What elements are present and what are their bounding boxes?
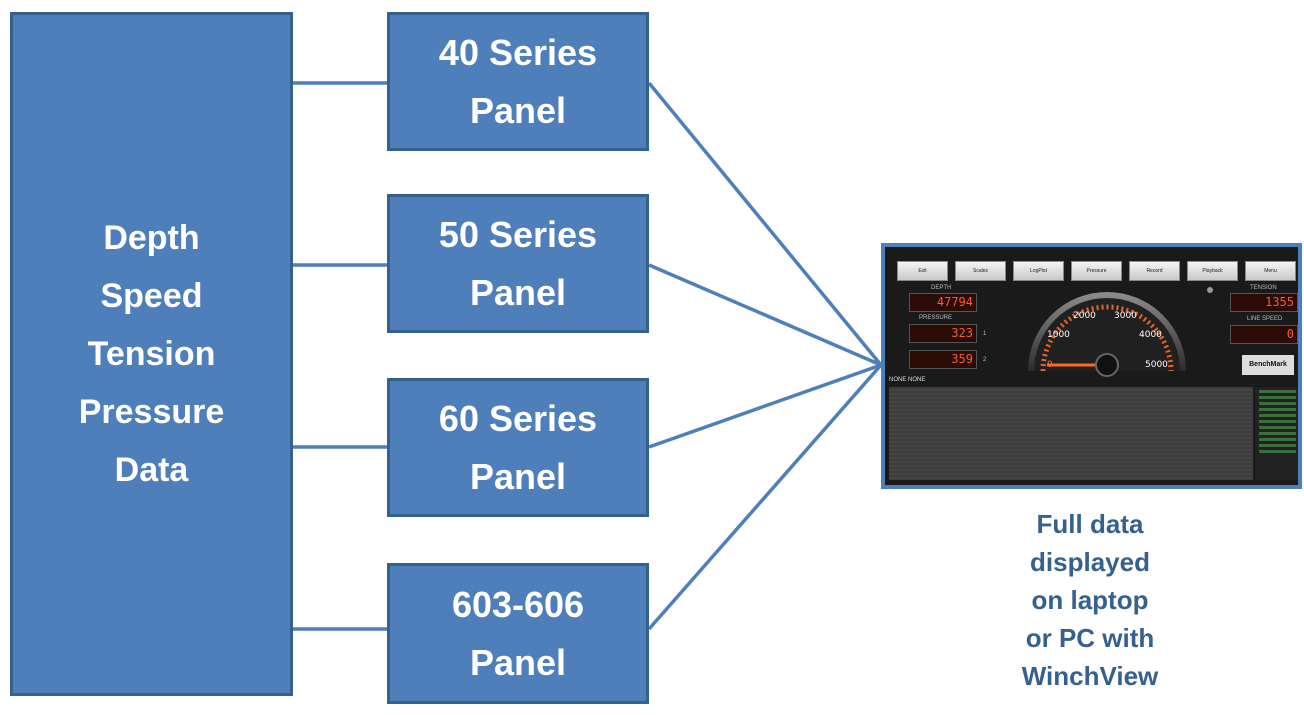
- caption-line: WinchView: [1021, 661, 1159, 691]
- link-40-to-pc: [647, 81, 883, 367]
- tension-gauge: 0 1000 2000 3000 4000 5000: [1028, 292, 1186, 377]
- caption-line: displayed: [1030, 547, 1150, 577]
- source-line-depth: Depth: [103, 219, 200, 257]
- source-line-data: Data: [114, 451, 189, 489]
- panel-40-title: 40 Series: [438, 31, 598, 73]
- pressure-readout-2: 359: [909, 350, 977, 369]
- panel-60-series: 60 Series Panel: [387, 378, 649, 517]
- panel-40-series: 40 Series Panel: [387, 12, 649, 151]
- winchview-toolbar: Exit Scales LogPlot Pressure Record Play…: [897, 261, 1296, 281]
- menu-button[interactable]: Menu: [1245, 261, 1296, 281]
- gauge-tick-label: 5000: [1145, 360, 1168, 370]
- benchmark-logo: BenchMark: [1242, 355, 1294, 375]
- log-header-label: NONE NONE: [889, 377, 926, 383]
- gauge-hub: [1095, 353, 1119, 377]
- tension-readout: 1355: [1230, 293, 1298, 312]
- caption-line: or PC with: [1025, 623, 1155, 653]
- panel-603-subtitle: Panel: [469, 641, 567, 683]
- line-speed-readout: 0: [1230, 325, 1298, 344]
- panel-603-title: 603-606: [451, 583, 585, 625]
- scales-button[interactable]: Scales: [955, 261, 1006, 281]
- link-60-to-pc: [648, 363, 882, 449]
- link-603-to-pc: [647, 363, 883, 631]
- source-line-speed: Speed: [100, 277, 203, 315]
- pressure-channel-1-label: 1: [983, 331, 987, 337]
- caption-text: Full data displayed on laptop or PC with…: [980, 505, 1200, 695]
- caption-line: Full data: [1036, 509, 1144, 539]
- pressure-readout-1: 323: [909, 324, 977, 343]
- panel-40-subtitle: Panel: [469, 89, 567, 131]
- gauge-tick-label: 1000: [1047, 330, 1070, 340]
- line-speed-label: LINE SPEED: [1247, 316, 1283, 322]
- link-50-to-pc: [648, 263, 882, 367]
- panel-60-title: 60 Series: [438, 397, 598, 439]
- winchview-screenshot: Exit Scales LogPlot Pressure Record Play…: [881, 243, 1302, 489]
- data-source-box: Depth Speed Tension Pressure Data: [10, 12, 293, 696]
- log-side-panel: [1255, 387, 1298, 480]
- depth-readout: 47794: [909, 293, 977, 312]
- gauge-rim: [1028, 292, 1186, 372]
- tension-label: TENSION: [1250, 285, 1277, 291]
- panel-60-subtitle: Panel: [469, 455, 567, 497]
- pressure-label: PRESSURE: [919, 315, 953, 321]
- caption-line: on laptop: [1031, 585, 1149, 615]
- pressure-channel-2-label: 2: [983, 357, 987, 363]
- gauge-tick-label: 4000: [1139, 330, 1162, 340]
- source-line-tension: Tension: [87, 335, 216, 373]
- logplot-button[interactable]: LogPlot: [1013, 261, 1064, 281]
- panel-50-title: 50 Series: [438, 213, 598, 255]
- record-button[interactable]: Record: [1129, 261, 1180, 281]
- status-indicator-icon: [1207, 287, 1213, 293]
- source-line-pressure: Pressure: [78, 393, 225, 431]
- panel-50-series: 50 Series Panel: [387, 194, 649, 333]
- panel-50-subtitle: Panel: [469, 271, 567, 313]
- depth-label: DEPTH: [931, 285, 952, 291]
- gauge-tick-label: 3000: [1114, 311, 1137, 321]
- gauge-tick-label: 2000: [1073, 311, 1096, 321]
- exit-button[interactable]: Exit: [897, 261, 948, 281]
- playback-button[interactable]: Playback: [1187, 261, 1238, 281]
- panel-603-606: 603-606 Panel: [387, 563, 649, 704]
- pressure-button[interactable]: Pressure: [1071, 261, 1122, 281]
- gauge-scale: [1040, 304, 1174, 372]
- log-plot-area: [889, 387, 1253, 480]
